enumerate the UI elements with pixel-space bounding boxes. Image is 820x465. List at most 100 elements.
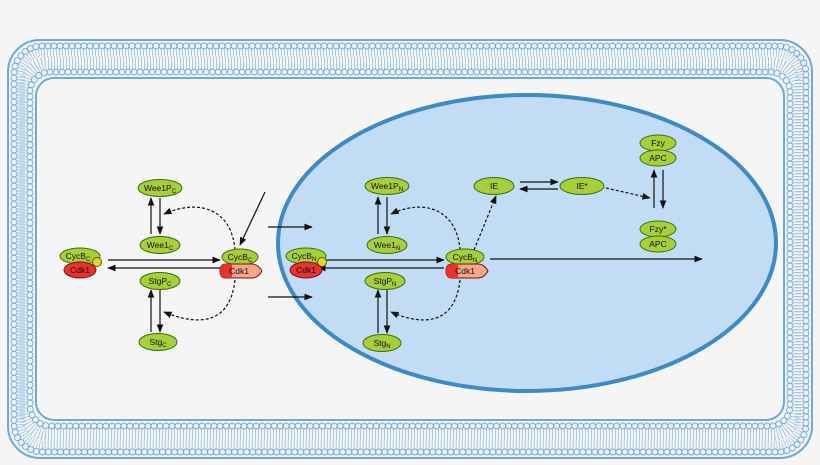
complex-fzy-star-apc: Fzy* APC bbox=[639, 220, 677, 253]
lipid-head bbox=[10, 218, 18, 226]
lipid-head bbox=[26, 87, 34, 95]
lipid-head bbox=[26, 249, 34, 257]
lipid-head bbox=[465, 448, 473, 456]
lipid-head bbox=[214, 68, 222, 76]
lipid-head bbox=[168, 422, 176, 430]
lipid-head bbox=[126, 422, 134, 430]
lipid-head bbox=[749, 68, 757, 76]
lipid-head bbox=[294, 422, 302, 430]
lipid-head bbox=[359, 68, 366, 76]
lipid-head bbox=[58, 68, 66, 76]
lipid-head bbox=[491, 68, 499, 76]
lipid-head bbox=[26, 321, 34, 329]
lipid-head bbox=[473, 68, 481, 76]
lipid-head bbox=[202, 68, 210, 76]
lipid-head bbox=[802, 245, 810, 253]
lipid-head bbox=[786, 154, 794, 162]
lipid-head bbox=[10, 176, 18, 184]
lipid-head bbox=[354, 422, 362, 430]
lipid-head bbox=[147, 448, 154, 456]
lipid-head bbox=[374, 42, 382, 50]
lipid-head bbox=[10, 260, 18, 268]
lipid-head bbox=[136, 68, 144, 76]
lipid-head bbox=[264, 422, 272, 430]
lipid-head bbox=[426, 422, 434, 430]
lipid-head bbox=[348, 422, 356, 430]
svg-text:Fzy: Fzy bbox=[651, 138, 665, 148]
lipid-head bbox=[615, 448, 623, 456]
lipid-head bbox=[178, 68, 186, 76]
lipid-head bbox=[489, 448, 497, 456]
lipid-head bbox=[102, 422, 110, 430]
lipid-head bbox=[735, 42, 743, 50]
lipid-head bbox=[741, 448, 749, 456]
lipid-head bbox=[60, 422, 68, 430]
lipid-head bbox=[384, 422, 392, 430]
lipid-head bbox=[164, 42, 172, 50]
lipid-head bbox=[603, 42, 610, 50]
lipid-head bbox=[802, 113, 810, 121]
lipid-head bbox=[786, 268, 794, 276]
lipid-head bbox=[689, 68, 697, 76]
lipid-head bbox=[290, 42, 298, 50]
lipid-head bbox=[10, 74, 18, 82]
lipid-head bbox=[26, 327, 34, 335]
lipid-head bbox=[10, 92, 18, 100]
lipid-head bbox=[786, 178, 794, 186]
lipid-head bbox=[284, 42, 292, 50]
lipid-head bbox=[98, 448, 106, 456]
lipid-head bbox=[22, 443, 29, 451]
lipid-head bbox=[802, 131, 810, 139]
lipid-head bbox=[219, 448, 226, 456]
lipid-head bbox=[162, 422, 170, 430]
lipid-head bbox=[786, 112, 794, 120]
lipid-head bbox=[802, 305, 810, 313]
lipid-head bbox=[659, 68, 667, 76]
lipid-head bbox=[601, 422, 609, 430]
lipid-head bbox=[777, 448, 785, 456]
lipid-head bbox=[786, 106, 794, 114]
lipid-head bbox=[405, 448, 413, 456]
lipid-head bbox=[457, 422, 464, 430]
lipid-head bbox=[292, 68, 300, 76]
lipid-head bbox=[802, 155, 810, 163]
lipid-head bbox=[172, 68, 180, 76]
lipid-head bbox=[555, 448, 563, 456]
lipid-head bbox=[693, 448, 701, 456]
lipid-head bbox=[262, 68, 270, 76]
lipid-head bbox=[407, 68, 415, 76]
lipid-head bbox=[559, 422, 567, 430]
lipid-head bbox=[723, 448, 731, 456]
node-ie-star: IE* bbox=[559, 177, 605, 195]
node-wee1-nuc: Wee1N bbox=[366, 236, 408, 254]
lipid-head bbox=[464, 42, 472, 50]
lipid-tails bbox=[11, 43, 809, 455]
lipid-head bbox=[802, 383, 810, 391]
svg-text:CycBC: CycBC bbox=[228, 252, 253, 264]
lipid-head bbox=[715, 422, 723, 430]
lipid-head bbox=[545, 68, 553, 76]
lipid-head bbox=[10, 332, 18, 340]
lipid-head bbox=[44, 42, 52, 50]
lipid-head bbox=[195, 448, 202, 456]
lipid-head bbox=[326, 42, 334, 50]
lipid-head bbox=[190, 68, 198, 76]
lipid-head bbox=[26, 177, 34, 185]
lipid-head bbox=[372, 422, 380, 430]
lipid-head bbox=[627, 42, 634, 50]
lipid-head bbox=[802, 365, 810, 373]
node-stg-nuc: StgN bbox=[362, 334, 402, 352]
lipid-head bbox=[278, 42, 286, 50]
lipid-head bbox=[250, 68, 258, 76]
lipid-head bbox=[225, 448, 232, 456]
lipid-head bbox=[347, 68, 354, 76]
lipid-head bbox=[302, 42, 310, 50]
lipid-head bbox=[26, 339, 34, 347]
lipid-head bbox=[802, 215, 810, 223]
lipid-head bbox=[312, 422, 320, 430]
lipid-head bbox=[80, 42, 88, 50]
lipid-head bbox=[665, 68, 673, 76]
lipid-head bbox=[595, 422, 603, 430]
lipid-head bbox=[485, 68, 493, 76]
lipid-head bbox=[13, 57, 21, 65]
